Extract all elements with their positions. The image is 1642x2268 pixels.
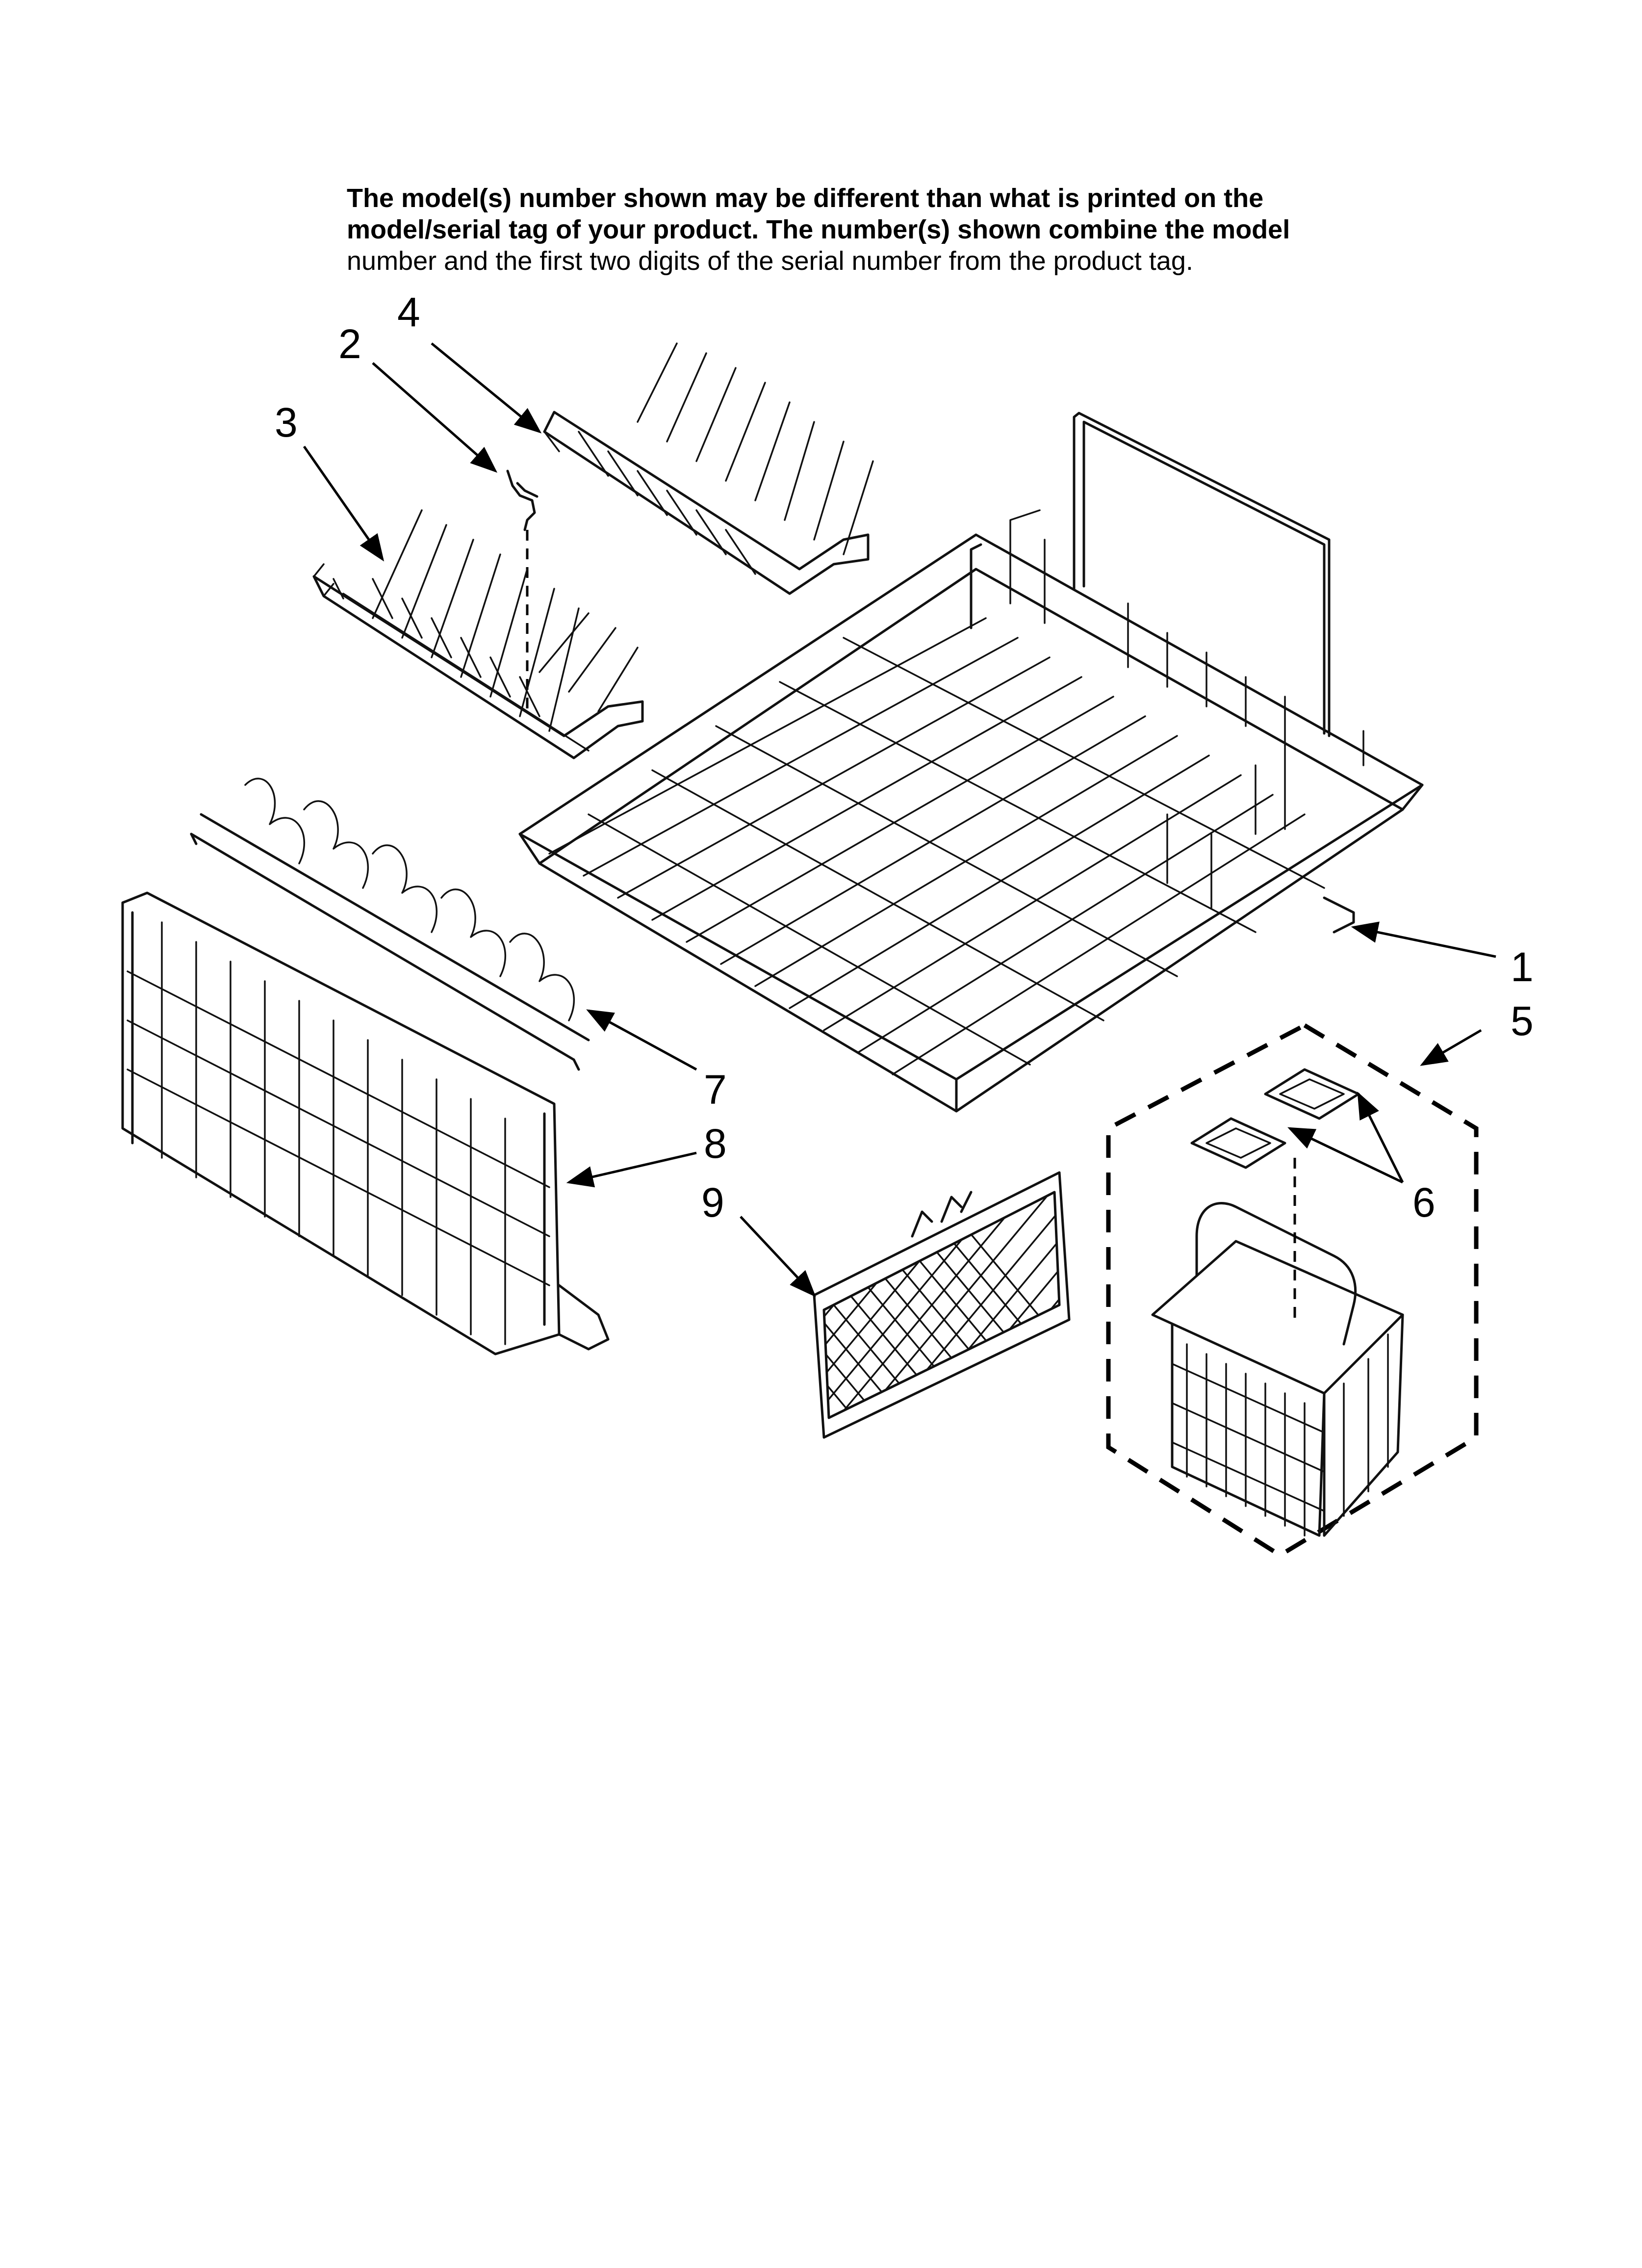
leader-lines xyxy=(303,342,1496,1298)
upper-tine-rack-part xyxy=(543,342,874,595)
callout-7: 7 xyxy=(704,1067,727,1113)
callout-8: 8 xyxy=(704,1121,727,1167)
note-line-1: The model(s) number shown may be differe… xyxy=(347,183,1264,213)
callout-5: 5 xyxy=(1511,998,1534,1044)
callout-4: 4 xyxy=(397,289,420,335)
side-rack-horizontals xyxy=(127,970,550,1286)
leader-9 xyxy=(740,1216,816,1298)
callout-2: 2 xyxy=(338,321,361,367)
cup-shelf-loops xyxy=(244,778,575,1021)
leader-7 xyxy=(586,1009,697,1071)
cup-shelf-part xyxy=(190,778,590,1071)
callout-9: 9 xyxy=(701,1179,724,1225)
leader-8 xyxy=(566,1151,697,1188)
leader-4 xyxy=(431,342,542,434)
rack-clip-part xyxy=(506,469,539,711)
basket-lid-parts xyxy=(1190,1068,1360,1325)
basket-grid xyxy=(1171,1333,1389,1537)
silverware-basket-kit-part xyxy=(1106,1022,1479,1558)
leader-6a xyxy=(1287,1127,1404,1184)
lower-dishrack-part xyxy=(518,412,1424,1113)
left-rack-tines xyxy=(333,509,639,732)
model-number-note: The model(s) number shown may be differe… xyxy=(347,182,1499,277)
callout-numbers: 1 2 3 4 5 6 7 8 9 xyxy=(275,289,1534,1225)
side-rack-verticals xyxy=(161,921,506,1345)
dishrack-cross-wires xyxy=(548,617,1306,1075)
upper-rack-tines xyxy=(578,342,874,575)
leader-6b xyxy=(1357,1092,1404,1183)
leader-2 xyxy=(372,362,498,473)
note-line-2: model/serial tag of your product. The nu… xyxy=(347,215,1290,244)
leader-5 xyxy=(1420,1029,1482,1066)
left-tine-rack-part xyxy=(312,509,644,759)
divider-panel-part xyxy=(813,1171,1071,1439)
dishrack-tines xyxy=(1009,509,1364,909)
dishrack-long-wires xyxy=(588,637,1325,1066)
divider-mesh xyxy=(824,1192,1059,1418)
callout-6: 6 xyxy=(1412,1179,1436,1225)
side-rack-part xyxy=(121,891,610,1356)
leader-3 xyxy=(303,445,385,562)
callout-1: 1 xyxy=(1511,944,1534,990)
note-line-3: number and the first two digits of the s… xyxy=(347,246,1193,276)
leader-1 xyxy=(1351,921,1496,958)
callout-3: 3 xyxy=(275,399,298,445)
